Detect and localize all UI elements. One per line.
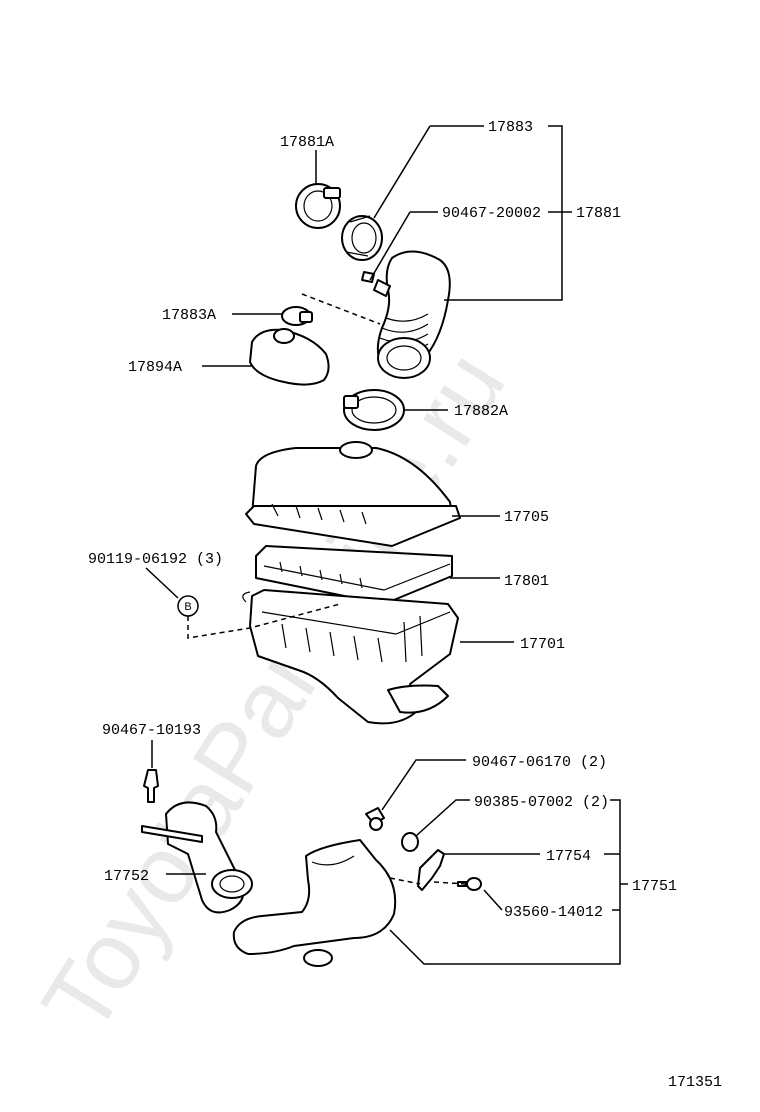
label-17801: 17801	[504, 573, 549, 590]
label-17701: 17701	[520, 636, 565, 653]
bracket-17754	[417, 849, 445, 891]
label-17894a: 17894A	[128, 359, 182, 376]
intake-tube-17751	[232, 839, 397, 967]
label-17754: 17754	[546, 848, 591, 865]
label-90119-06192: 90119-06192 (3)	[88, 551, 223, 568]
label-90467-06170: 90467-06170 (2)	[472, 754, 607, 771]
intake-hose-17881	[361, 250, 451, 379]
label-17883: 17883	[488, 119, 533, 136]
hose-clamp-17882a	[343, 389, 405, 431]
clamp-17883a	[281, 306, 313, 326]
filter-element-17801	[255, 545, 453, 605]
label-17705: 17705	[504, 509, 549, 526]
label-93560-14012: 93560-14012	[504, 904, 603, 921]
label-17752: 17752	[104, 868, 149, 885]
grommet-90385-07002	[401, 832, 419, 852]
leader-lines	[145, 125, 628, 965]
part-labels: 17881A 17883 90467-20002 17881 17883A 17…	[88, 119, 722, 1091]
push-clip-90467-10193	[143, 769, 159, 803]
label-17883a: 17883A	[162, 307, 216, 324]
hose-cuff-17883	[341, 215, 383, 261]
label-90467-10193: 90467-10193	[102, 722, 201, 739]
circle-marker-b: B	[177, 595, 199, 617]
inlet-duct-17752	[141, 801, 253, 914]
bolt-93560-14012	[457, 877, 482, 891]
air-cleaner-case-17701	[242, 589, 459, 725]
label-90385-07002: 90385-07002 (2)	[474, 794, 609, 811]
circle-marker-label: B	[184, 601, 191, 613]
clip-90467-06170	[365, 807, 385, 831]
label-17881: 17881	[576, 205, 621, 222]
diagram-id: 171351	[668, 1074, 722, 1091]
air-cleaner-cap-17705	[245, 441, 461, 547]
label-17882a: 17882A	[454, 403, 508, 420]
hose-clamp-17881a	[295, 183, 341, 229]
resonator-17894a	[249, 328, 330, 386]
label-90467-20002: 90467-20002	[442, 205, 541, 222]
label-17751: 17751	[632, 878, 677, 895]
label-17881a: 17881A	[280, 134, 334, 151]
